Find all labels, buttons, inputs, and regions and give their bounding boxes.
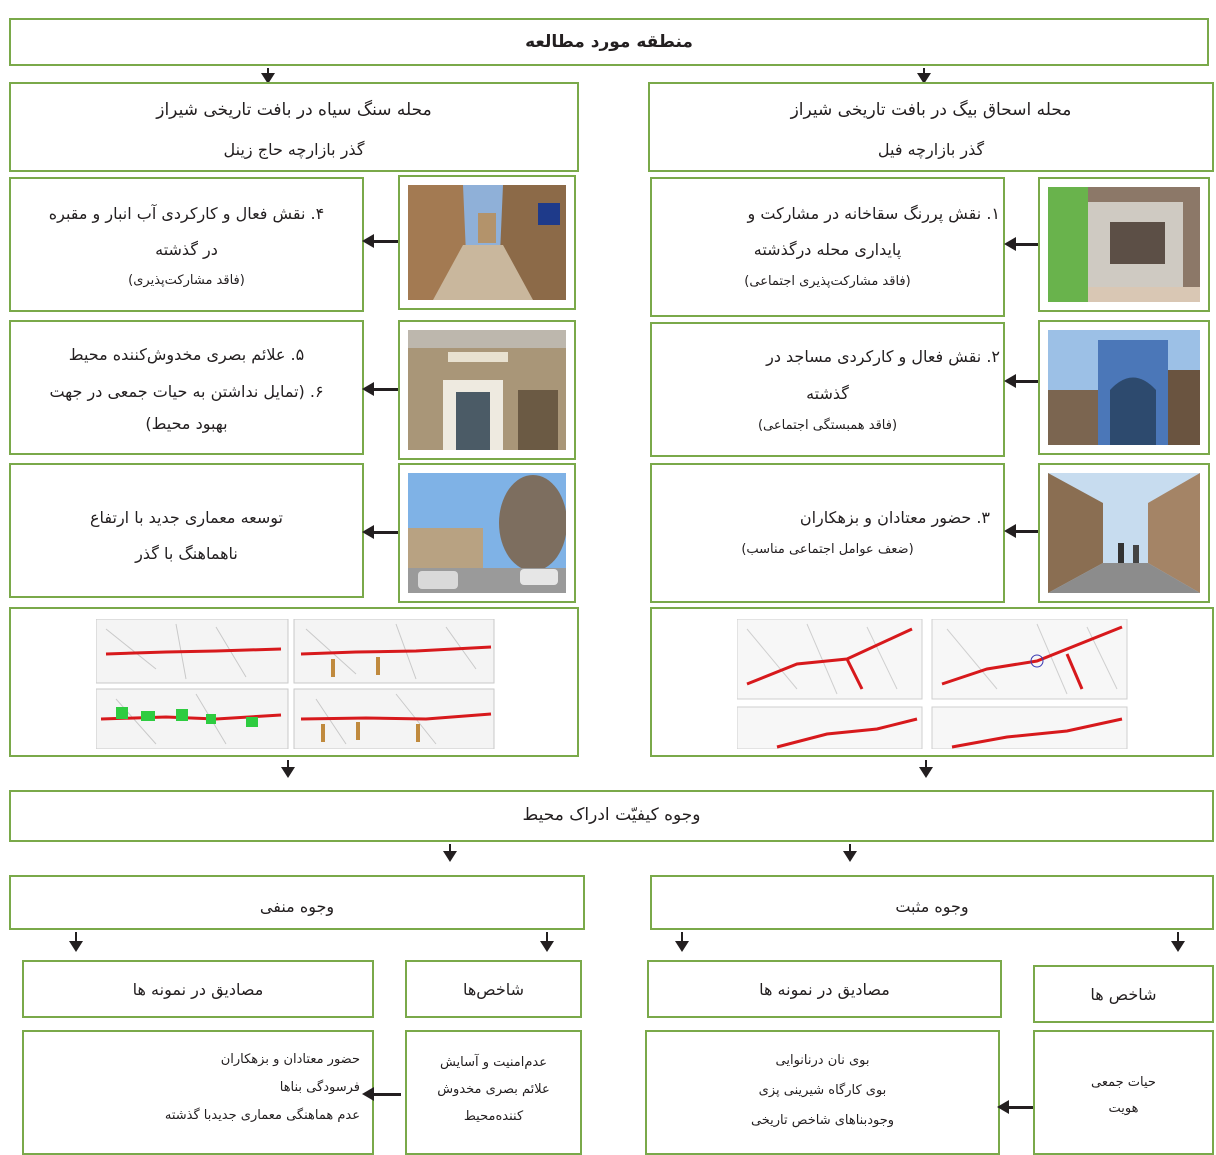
photo-shop-facade <box>398 320 576 460</box>
right-area-title: محله اسحاق بیگ در بافت تاریخی شیراز <box>790 100 1072 120</box>
right-item-1-note: (فاقد مشارکت‌پذیری اجتماعی) <box>744 274 911 289</box>
left-route-maps-graphic <box>96 619 495 749</box>
negative-indicators-box <box>405 1030 582 1155</box>
negative-example-3: عدم هماهنگی معماری جدیدبا گذشته <box>164 1108 360 1123</box>
right-item-3-note: (ضعف عوامل اجتماعی مناسب) <box>741 542 914 557</box>
left-item-2-line2: ۶. (تمایل نداشتن به حیات جمعی در جهت <box>49 382 324 401</box>
right-item-3-line1: ۳. حضور معتادان و بزهکاران <box>799 508 990 527</box>
arrow-down-right-area <box>917 68 931 84</box>
positive-example-1: بوی نان درنانوایی <box>775 1053 870 1068</box>
arrow-down-positive-indicators <box>1171 932 1185 952</box>
right-item-1-box <box>650 177 1005 317</box>
arrow-down-positive <box>843 844 857 862</box>
arrow-down-right-perception <box>919 760 933 778</box>
photo-new-building <box>398 463 576 603</box>
perception-title: وجوه کیفیّت ادراک محیط <box>522 805 701 825</box>
negative-indicators-title: شاخص‌ها <box>462 980 525 999</box>
left-item-3-line1: توسعه معماری جدید با ارتفاع <box>89 508 284 527</box>
arrow-down-negative <box>443 844 457 862</box>
study-area-box <box>9 18 1209 66</box>
arrow-left-item-1 <box>362 234 399 248</box>
negative-indicators-header <box>405 960 582 1018</box>
right-item-2-box <box>650 322 1005 457</box>
arrow-down-left-area <box>261 68 275 84</box>
left-item-1-line1: ۴. نقش فعال و کارکردی آب انبار و مقبره <box>48 204 325 223</box>
right-item-1-line1: ۱. نقش پررنگ سقاخانه در مشارکت و <box>747 204 1000 223</box>
right-route-maps <box>650 607 1214 757</box>
right-item-3-box <box>650 463 1005 603</box>
photo-saqakhaneh <box>1038 177 1210 312</box>
arrow-left-item-3 <box>362 525 399 539</box>
study-area-title: منطقه مورد مطالعه <box>525 32 693 52</box>
negative-indicator-1: عدم‌امنیت و آسایش <box>439 1055 547 1070</box>
left-item-2-line1: ۵. علائم بصری مخدوش‌کننده محیط <box>68 345 305 364</box>
perception-box <box>9 790 1214 842</box>
arrow-down-left-perception <box>281 760 295 778</box>
positive-examples-title: مصادیق در نمونه ها <box>759 980 890 999</box>
arrow-down-negative-indicators <box>540 932 554 952</box>
arrow-left-right-item-2 <box>1004 374 1039 388</box>
negative-examples-header <box>22 960 374 1018</box>
arrow-left-right-item-3 <box>1004 524 1039 538</box>
negative-title: وجوه منفی <box>259 897 335 916</box>
positive-indicators-title: شاخص ها <box>1090 985 1157 1004</box>
right-area-subtitle: گذر بازارچه فیل <box>877 140 985 159</box>
arrow-left-right-item-1 <box>1004 237 1039 251</box>
right-item-2-line2: گذشته <box>806 384 849 403</box>
right-item-1-line2: پایداری محله درگذشته <box>753 240 902 259</box>
positive-example-3: وجودبناهای شاخص تاریخی <box>750 1113 895 1128</box>
left-area-title: محله سنگ سیاه در بافت تاریخی شیراز <box>156 100 432 120</box>
left-item-1-line2: در گذشته <box>155 240 218 259</box>
positive-indicators-box <box>1033 1030 1214 1155</box>
left-item-1-note: (فاقد مشارکت‌پذیری) <box>128 273 245 288</box>
left-area-subtitle: گذر بازارچه حاج زینل <box>223 140 365 159</box>
right-area-box <box>648 82 1214 172</box>
left-item-3-line2: ناهماهنگ با گذر <box>135 544 238 563</box>
arrow-left-item-2 <box>362 382 399 396</box>
photo-alley-water-reservoir <box>398 175 576 310</box>
positive-examples-box <box>645 1030 1000 1155</box>
negative-box <box>9 875 585 930</box>
positive-examples-header <box>647 960 1002 1018</box>
arrow-down-positive-examples <box>675 932 689 952</box>
positive-indicator-2: هویت <box>1108 1101 1139 1116</box>
negative-examples-title: مصادیق در نمونه ها <box>132 980 264 999</box>
left-route-maps <box>9 607 579 757</box>
left-item-2-note: بهبود محیط) <box>145 414 228 433</box>
positive-box <box>650 875 1214 930</box>
arrow-left-positive <box>997 1100 1034 1114</box>
negative-indicator-2: علائم بصری مخدوش <box>437 1082 550 1097</box>
positive-example-2: بوی کارگاه شیرینی پزی <box>758 1083 887 1098</box>
left-item-1-box <box>9 177 364 312</box>
negative-example-2: فرسودگی بناها <box>279 1080 360 1095</box>
left-item-3-box <box>9 463 364 598</box>
left-area-box <box>9 82 579 172</box>
photo-mosque-entrance <box>1038 320 1210 455</box>
arrow-down-negative-examples <box>69 932 83 952</box>
right-route-maps-graphic <box>737 619 1128 749</box>
positive-title: وجوه مثبت <box>895 897 969 916</box>
photo-street-people <box>1038 463 1210 603</box>
arrow-left-negative <box>362 1087 401 1101</box>
right-item-2-note: (فاقد همبستگی اجتماعی) <box>757 418 898 433</box>
negative-indicator-3: کننده‌محیط <box>463 1109 524 1124</box>
positive-indicator-1: حیات جمعی <box>1091 1075 1156 1090</box>
right-item-2-line1: ۲. نقش فعال و کارکردی مساجد در <box>766 347 1000 366</box>
positive-indicators-header <box>1033 965 1214 1023</box>
negative-example-1: حضور معتادان و بزهکاران <box>220 1052 360 1067</box>
